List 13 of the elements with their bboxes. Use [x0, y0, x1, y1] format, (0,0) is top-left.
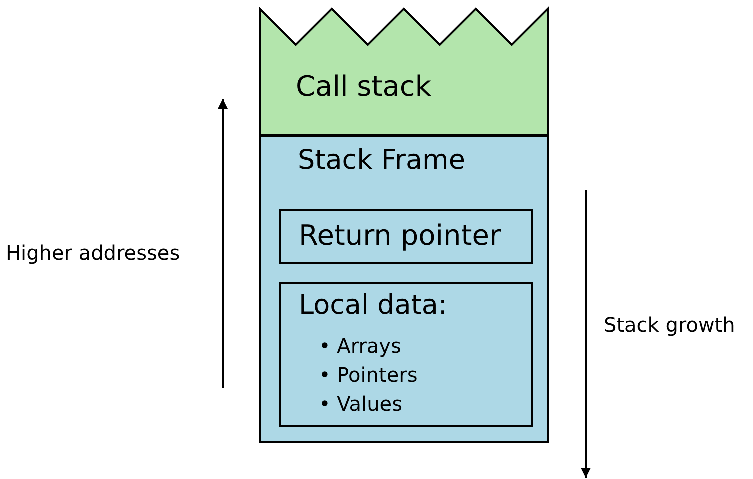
stack-frame-box — [259, 135, 549, 443]
call-stack-shape — [259, 8, 549, 135]
field-label: Return pointer — [299, 219, 501, 253]
direction-label: Stack growth — [604, 313, 736, 337]
list-item: • Arrays — [319, 334, 402, 358]
list-item: • Values — [319, 392, 402, 416]
direction-label: Higher addresses — [6, 241, 180, 265]
return-pointer-box — [279, 209, 533, 264]
field-label: Local data: — [299, 290, 448, 322]
stack-title: Call stack — [296, 70, 432, 104]
frame-title: Stack Frame — [298, 145, 466, 178]
list-item: • Pointers — [319, 363, 418, 387]
local-data-box — [279, 282, 533, 427]
